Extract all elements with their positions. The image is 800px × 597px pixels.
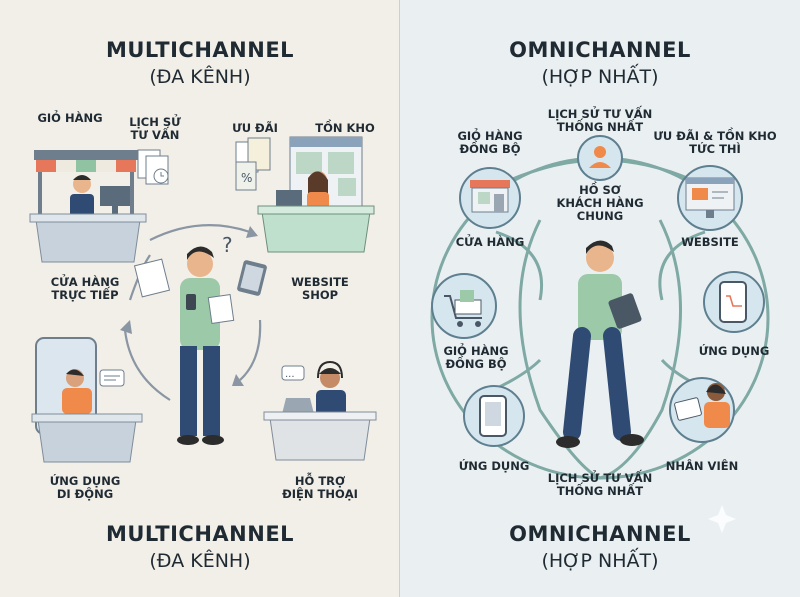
label-stock: TỒN KHO [315, 121, 375, 135]
label-history-1: LỊCH SỬ [129, 115, 181, 129]
multichannel-subtitle-bottom: (ĐA KÊNH) [149, 550, 251, 572]
label-sync-cart-2: ĐỒNG BỘ [459, 142, 521, 156]
svg-text:...: ... [285, 369, 295, 380]
label-history-top-2: THỐNG NHẤT [556, 120, 644, 134]
cycle-arrows [123, 224, 262, 401]
label-app-left: ỨNG DỤNG [458, 459, 530, 473]
staff-node [669, 377, 735, 443]
label-history-2: TƯ VẤN [130, 128, 180, 142]
label-profile-1: HỒ SƠ [579, 183, 621, 197]
label-promo-stock-1: ƯU ĐÃI & TỒN KHO [653, 129, 777, 143]
svg-text:?: ? [222, 233, 233, 257]
history-doc-icon [137, 149, 169, 185]
label-staff: NHÂN VIÊN [665, 459, 739, 473]
svg-text:%: % [241, 171, 252, 185]
omnichannel-subtitle-bottom: (HỢP NHẤT) [541, 550, 659, 572]
label-sync-cart-1: GIỎ HÀNG [457, 129, 523, 143]
label-store: CỬA HÀNG [455, 235, 525, 249]
omnichannel-panel: OMNICHANNEL (HỢP NHẤT) [400, 0, 800, 597]
website-node [677, 165, 743, 231]
multichannel-title-bottom: MULTICHANNEL [105, 522, 295, 546]
label-web-1: WEBSITE [291, 275, 349, 289]
label-promo-stock-2: TỨC THÌ [689, 142, 741, 156]
app-left-node [463, 385, 525, 447]
label-cart2-2: ĐỒNG BỘ [445, 357, 507, 371]
label-phone-2: ĐIỆN THOẠI [282, 487, 358, 501]
walking-customer-figure [556, 240, 644, 448]
label-history-top-1: LỊCH SỬ TƯ VẤN [547, 107, 653, 121]
label-store-2: TRỰC TIẾP [51, 288, 119, 302]
label-cart: GIỎ HÀNG [37, 111, 103, 125]
label-cart2-1: GIỎ HÀNG [443, 344, 509, 358]
central-customer-figure: ? [133, 233, 267, 445]
label-website: WEBSITE [681, 235, 739, 249]
profile-node [577, 135, 623, 181]
omnichannel-subtitle-top: (HỢP NHẤT) [541, 66, 659, 88]
multichannel-panel: MULTICHANNEL (ĐA KÊNH) [0, 0, 399, 597]
label-promo: ƯU ĐÃI [232, 121, 278, 135]
label-app-2: DI ĐỘNG [56, 487, 114, 501]
store-kiosk [29, 150, 147, 263]
label-web-2: SHOP [301, 288, 339, 302]
multichannel-illustration: % [29, 136, 377, 463]
label-phone-1: HỖ TRỢ [294, 474, 346, 488]
sparkle-icon [708, 505, 736, 533]
panel-divider [399, 0, 400, 597]
app-right-node [703, 271, 765, 333]
label-app-1: ỨNG DỤNG [49, 474, 121, 488]
website-shop [257, 136, 375, 253]
label-profile-2: KHÁCH HÀNG [556, 196, 644, 210]
label-history-bottom-2: THỐNG NHẤT [556, 484, 644, 498]
omnichannel-title-bottom: OMNICHANNEL [509, 522, 691, 546]
label-profile-3: CHUNG [576, 209, 624, 223]
cart-node [431, 273, 497, 339]
omnichannel-title-top: OMNICHANNEL [509, 38, 691, 62]
label-history-bottom-1: LỊCH SỬ TƯ VẤN [547, 471, 653, 485]
phone-support: ... [263, 360, 377, 461]
multichannel-title-top: MULTICHANNEL [105, 38, 295, 62]
label-app-right: ỨNG DỤNG [698, 344, 770, 358]
omnichannel-illustration [430, 135, 770, 533]
store-node [459, 167, 521, 229]
label-store-1: CỬA HÀNG [50, 275, 120, 289]
multichannel-subtitle-top: (ĐA KÊNH) [149, 66, 251, 88]
app-kiosk [31, 337, 143, 463]
promo-doc-icon: % [235, 137, 271, 191]
